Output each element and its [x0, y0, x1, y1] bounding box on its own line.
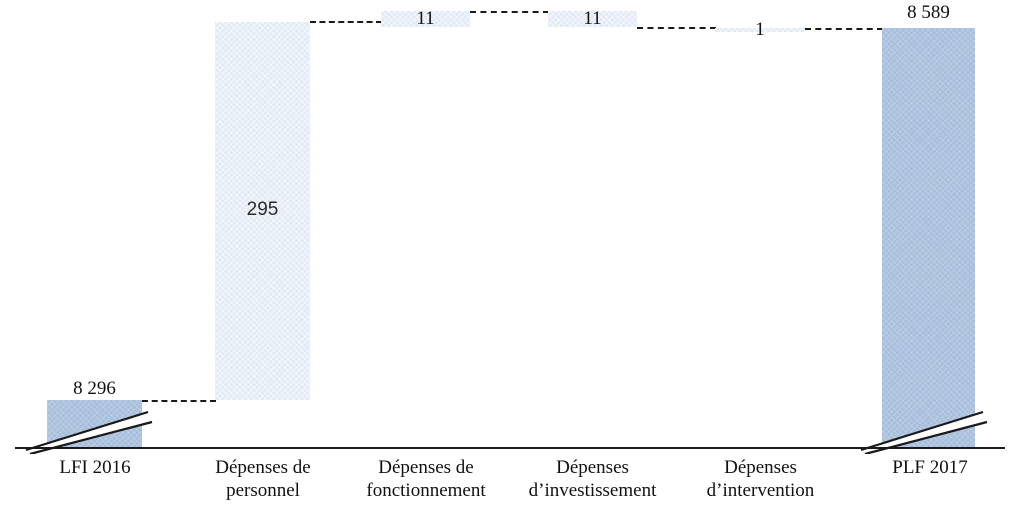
x-axis-label-line: fonctionnement — [366, 480, 486, 502]
x-axis-label-line: Dépenses de — [378, 457, 474, 478]
x-axis-label-lfi-2016: LFI 2016 — [20, 456, 170, 479]
value-label-depenses-d-intervention: 1 — [755, 19, 765, 40]
x-axis-label-depenses-de-personnel: Dépenses de personnel — [187, 456, 339, 502]
x-axis-label-line: Dépenses — [724, 457, 797, 478]
x-axis-label-line: d’investissement — [528, 480, 657, 502]
bar-plf-2017[interactable] — [882, 28, 975, 448]
x-axis-label-plf-2017: PLF 2017 — [855, 456, 1005, 479]
bar-lfi-2016[interactable] — [47, 400, 142, 448]
bar-depenses-d-intervention[interactable] — [715, 28, 805, 32]
x-axis-label-line: PLF 2017 — [892, 457, 968, 478]
x-axis-label-line: Dépenses de — [215, 457, 311, 478]
bar-depenses-de-fonctionnement[interactable] — [381, 11, 470, 27]
x-axis-label-line: Dépenses — [556, 457, 629, 478]
connector-investissement-to-intervention — [637, 27, 716, 29]
x-axis-label-line: personnel — [226, 480, 300, 502]
connector-personnel-to-fonctionnement — [310, 21, 382, 23]
value-label-depenses-d-investissement: 11 — [583, 8, 602, 29]
x-axis-label-depenses-d-investissement: Dépenses d’investissement — [515, 456, 670, 502]
baseline-axis — [15, 447, 1005, 449]
value-label-plf-2017: 8 589 — [907, 2, 950, 23]
bar-depenses-de-personnel[interactable] — [215, 22, 310, 400]
x-axis-label-depenses-d-intervention: Dépenses d’intervention — [683, 456, 838, 502]
x-axis-label-depenses-de-fonctionnement: Dépenses de fonctionnement — [349, 456, 503, 502]
value-label-lfi-2016: 8 296 — [73, 378, 116, 399]
x-axis-label-line: LFI 2016 — [59, 457, 131, 478]
connector-lfi-to-personnel — [142, 400, 216, 402]
bar-depenses-d-investissement[interactable] — [548, 11, 637, 27]
value-label-depenses-de-fonctionnement: 11 — [416, 8, 435, 29]
value-label-depenses-de-personnel: 295 — [246, 199, 279, 220]
connector-fonctionnement-to-investissement — [470, 11, 549, 13]
connector-intervention-to-plf — [805, 28, 883, 30]
x-axis-label-line: d’intervention — [706, 480, 815, 502]
